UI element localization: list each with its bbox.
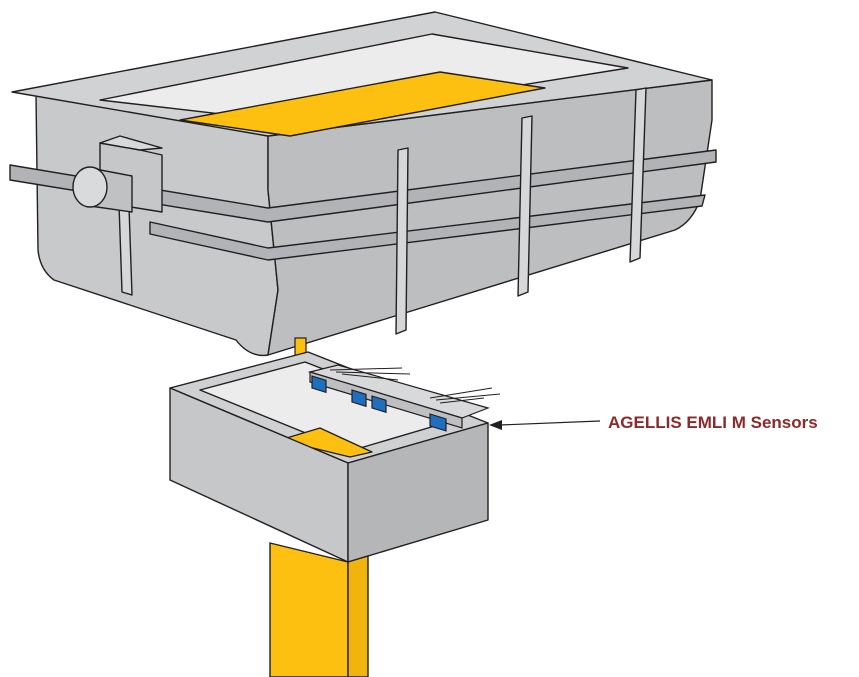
trough-molten-metal — [279, 427, 373, 458]
furnace-spout-box-top — [99, 135, 163, 151]
furnace-band-upper — [9, 149, 717, 223]
furnace-rib-3 — [629, 87, 647, 263]
holding-furnace — [9, 11, 717, 357]
furnace-band-lower — [149, 194, 706, 261]
sensor-block-2 — [351, 389, 367, 408]
furnace-cylinder-end — [72, 166, 108, 208]
trough-right-face — [347, 422, 489, 563]
furnace-right-face — [267, 79, 713, 356]
casting-mold — [269, 542, 369, 677]
sensor-callout-label: AGELLIS EMLI M Sensors — [608, 413, 818, 432]
mold-side — [347, 555, 369, 677]
degassing-trough — [169, 351, 489, 563]
callout-arrow — [489, 420, 601, 430]
sensor-block-3 — [371, 395, 387, 414]
sensor-block-4 — [429, 413, 447, 432]
emli-sensor-assembly — [307, 364, 501, 432]
furnace-rib-2 — [517, 115, 533, 297]
furnace-rib-1 — [395, 147, 409, 335]
furnace-molten-metal — [179, 71, 546, 137]
mold-front — [269, 542, 349, 677]
sensor-cables — [329, 367, 501, 404]
sensor-block-1 — [311, 375, 327, 394]
